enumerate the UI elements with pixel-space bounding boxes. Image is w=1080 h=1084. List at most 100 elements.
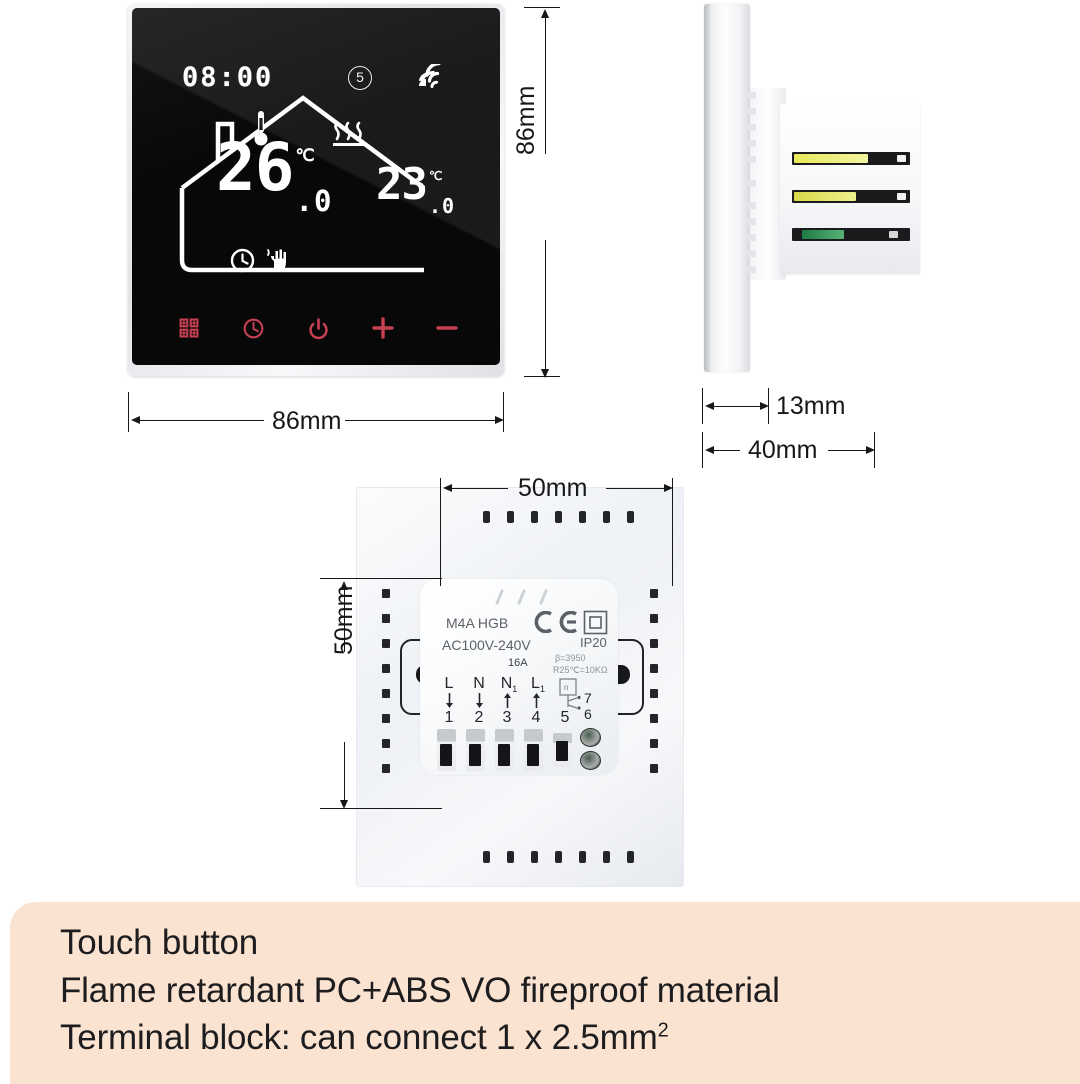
mounting-hole (650, 739, 658, 748)
increase-button[interactable] (366, 311, 400, 345)
lcd-display: 08:00 5 (132, 8, 500, 365)
arrow-up-icon (533, 693, 540, 708)
temp-main-decimal: .0 (295, 184, 333, 218)
sensor-terminal-icon: n (559, 678, 581, 710)
day-indicator: 5 (348, 66, 372, 90)
side-tick (747, 92, 756, 99)
ce-mark-icon (534, 611, 577, 633)
thermostat-side-view (700, 4, 940, 376)
mounting-hole (650, 714, 658, 723)
class-two-icon (583, 610, 608, 635)
set-temperature: 23 ℃ .0 (376, 159, 455, 216)
side-faceplate (704, 4, 750, 372)
sensor-spec-beta: β=3950 (555, 653, 586, 663)
vent (531, 511, 538, 523)
side-tick (747, 140, 756, 147)
vent (507, 851, 514, 863)
sensor-socket (580, 751, 601, 770)
mounting-hole (382, 714, 390, 723)
clock-time: 08:00 (182, 62, 274, 93)
vent (603, 851, 610, 863)
side-tick (747, 156, 756, 163)
mounting-hole (650, 664, 658, 673)
wifi-icon (419, 64, 441, 88)
screw-terminal (437, 729, 456, 771)
screw-terminal (553, 733, 572, 767)
side-component-slot (792, 228, 910, 241)
temp-main-unit: ℃ (295, 146, 315, 165)
clock-icon (243, 318, 264, 338)
power-button[interactable] (301, 311, 335, 345)
dimension-side-depth-total-label: 40mm (748, 436, 818, 464)
vent (507, 511, 514, 523)
side-tick (747, 250, 756, 257)
vent (627, 511, 634, 523)
mounting-hole (650, 639, 658, 648)
arrow-up-icon (504, 693, 511, 708)
temp-secondary-integer: 23 (376, 159, 428, 210)
clock-button[interactable] (237, 311, 271, 345)
front-glass-screen: 08:00 5 (132, 8, 500, 365)
house-icon (179, 95, 426, 273)
terminal-label-2: N (473, 675, 485, 692)
screw-terminal (524, 729, 543, 771)
power-icon (308, 317, 328, 339)
menu-grid-button[interactable] (172, 311, 206, 345)
dimension-back-height-label: 50mm (330, 585, 358, 655)
caption-line-3-superscript: 2 (657, 1019, 669, 1042)
caption-panel: Touch button Flame retardant PC+ABS VO f… (10, 902, 1080, 1084)
terminal-number-4: 4 (531, 709, 541, 726)
voltage-label: AC100V-240V (442, 637, 531, 653)
side-component-slot (792, 190, 910, 203)
caption-line-3: Terminal block: can connect 1 x 2.5mm2 (60, 1015, 1080, 1061)
terminal-number-2: 2 (474, 709, 484, 726)
mounting-hole (382, 739, 390, 748)
side-faceplate-edge (704, 4, 711, 372)
arrow-down-icon (476, 693, 483, 708)
vent (627, 851, 634, 863)
side-tick (747, 202, 756, 209)
side-module-body (780, 104, 920, 274)
thermostat-front-view: 08:00 5 (128, 4, 504, 376)
module-slit (495, 589, 504, 605)
mounting-hole (382, 664, 390, 673)
vent (603, 511, 610, 523)
mounting-hole (650, 764, 658, 773)
side-tick (747, 266, 756, 273)
screw-terminal (466, 729, 485, 771)
dimension-front-width-label: 86mm (272, 407, 342, 435)
vent (531, 851, 538, 863)
arrow-down-icon (446, 693, 453, 708)
decrease-button[interactable] (430, 311, 464, 345)
side-tick (747, 108, 756, 115)
caption-line-1: Touch button (60, 923, 259, 962)
sensor-terminal-7: 7 (584, 690, 592, 706)
current-temperature: 26 ℃ .0 (216, 129, 333, 218)
ip-rating-label: IP20 (580, 635, 607, 650)
thermostat-back-view: M4A HGB AC100V-240V IP20 16A β=3950 R25℃… (356, 487, 684, 887)
vent (483, 511, 490, 523)
svg-text:n: n (564, 683, 568, 692)
module-slit (539, 589, 548, 605)
thermometer-icon (254, 111, 268, 146)
terminal-label-4: L1 (531, 675, 545, 695)
current-rating-label: 16A (508, 657, 528, 669)
vent (555, 851, 562, 863)
dimension-side-depth-front-label: 13mm (776, 392, 846, 420)
touch-button-row (172, 308, 464, 348)
heat-waves-icon (333, 121, 367, 146)
mounting-hole (382, 589, 390, 598)
terminal-number-5: 5 (560, 709, 570, 726)
plus-icon (371, 317, 394, 339)
side-tick (747, 234, 756, 241)
sensor-terminal-6: 6 (584, 706, 592, 722)
caption-line-3-text: Terminal block: can connect 1 x 2.5mm (60, 1018, 658, 1057)
sensor-spec-resistance: R25℃=10KΩ (553, 665, 608, 675)
mounting-hole (650, 689, 658, 698)
minus-icon (436, 326, 458, 330)
temp-main-integer: 26 (216, 129, 294, 206)
dimension-front-height-label: 86mm (512, 85, 540, 155)
module-slit (517, 589, 526, 605)
menu-grid-icon (179, 318, 199, 338)
vent (579, 851, 586, 863)
